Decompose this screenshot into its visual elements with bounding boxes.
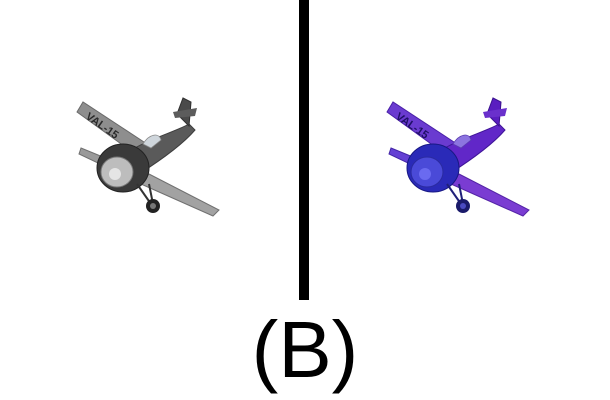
airplane-grayscale-icon: VAL-15 bbox=[76, 97, 220, 217]
left-panel: VAL-15 bbox=[0, 0, 300, 300]
figure-caption: (B) bbox=[251, 305, 359, 394]
panel-divider bbox=[299, 0, 309, 300]
airplane-purple-icon: VAL-15 bbox=[386, 97, 530, 217]
right-panel: VAL-15 bbox=[310, 0, 610, 300]
